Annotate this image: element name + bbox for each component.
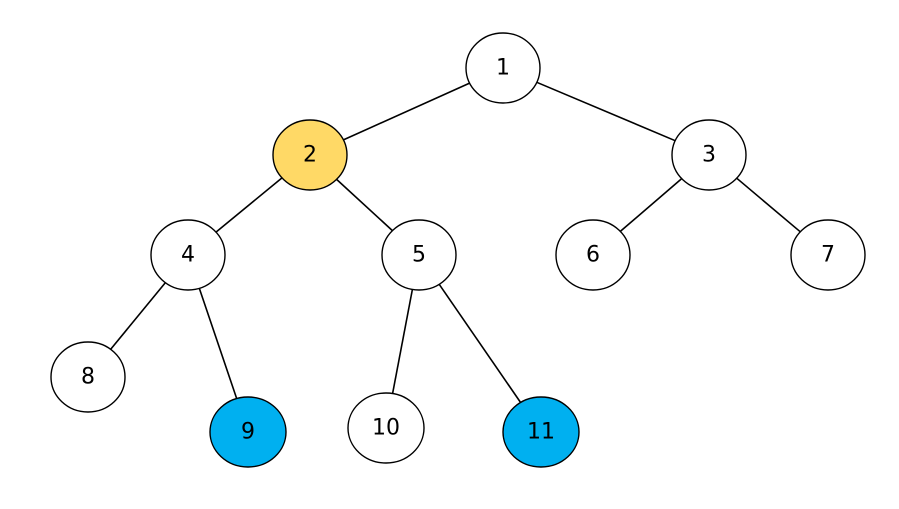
node-circle-4 [150, 219, 226, 291]
node-circle-3 [671, 119, 747, 191]
node-circle-8 [50, 341, 126, 413]
node-label-3: 3 [702, 143, 716, 168]
node-circle-9 [209, 396, 287, 468]
tree-node-1: 1 [465, 32, 541, 104]
node-circle-10 [347, 392, 425, 464]
edge-5-to-11 [438, 283, 522, 403]
node-label-1: 1 [496, 56, 510, 81]
node-label-5: 5 [412, 243, 426, 268]
edge-2-to-4 [215, 177, 283, 233]
node-label-4: 4 [181, 243, 195, 268]
tree-node-10: 10 [347, 392, 425, 464]
node-circle-5 [381, 219, 457, 291]
edge-2-to-5 [336, 178, 393, 232]
edges-layer [110, 81, 801, 403]
tree-node-8: 8 [50, 341, 126, 413]
tree-node-5: 5 [381, 219, 457, 291]
tree-node-6: 6 [555, 219, 631, 291]
tree-node-7: 7 [790, 219, 866, 291]
tree-node-2: 2 [272, 119, 348, 191]
edge-1-to-3 [536, 81, 676, 142]
node-label-7: 7 [821, 243, 835, 268]
edge-4-to-9 [198, 288, 238, 399]
node-label-8: 8 [81, 365, 95, 390]
tree-node-3: 3 [671, 119, 747, 191]
node-label-6: 6 [586, 243, 600, 268]
node-label-11: 11 [527, 420, 555, 445]
tree-node-4: 4 [150, 219, 226, 291]
edge-4-to-8 [110, 282, 166, 350]
nodes-layer: 1 2 3 4 5 6 7 8 9 10 11 [50, 32, 866, 468]
tree-node-9: 9 [209, 396, 287, 468]
node-circle-2 [272, 119, 348, 191]
node-label-2: 2 [303, 143, 317, 168]
edge-3-to-6 [619, 177, 683, 233]
edge-5-to-10 [391, 289, 414, 394]
node-circle-11 [502, 396, 580, 468]
node-circle-1 [465, 32, 541, 104]
node-circle-6 [555, 219, 631, 291]
edge-1-to-2 [343, 82, 470, 141]
node-label-9: 9 [241, 420, 255, 445]
node-label-10: 10 [372, 416, 400, 441]
tree-node-11: 11 [502, 396, 580, 468]
edge-3-to-7 [736, 177, 801, 233]
node-circle-7 [790, 219, 866, 291]
